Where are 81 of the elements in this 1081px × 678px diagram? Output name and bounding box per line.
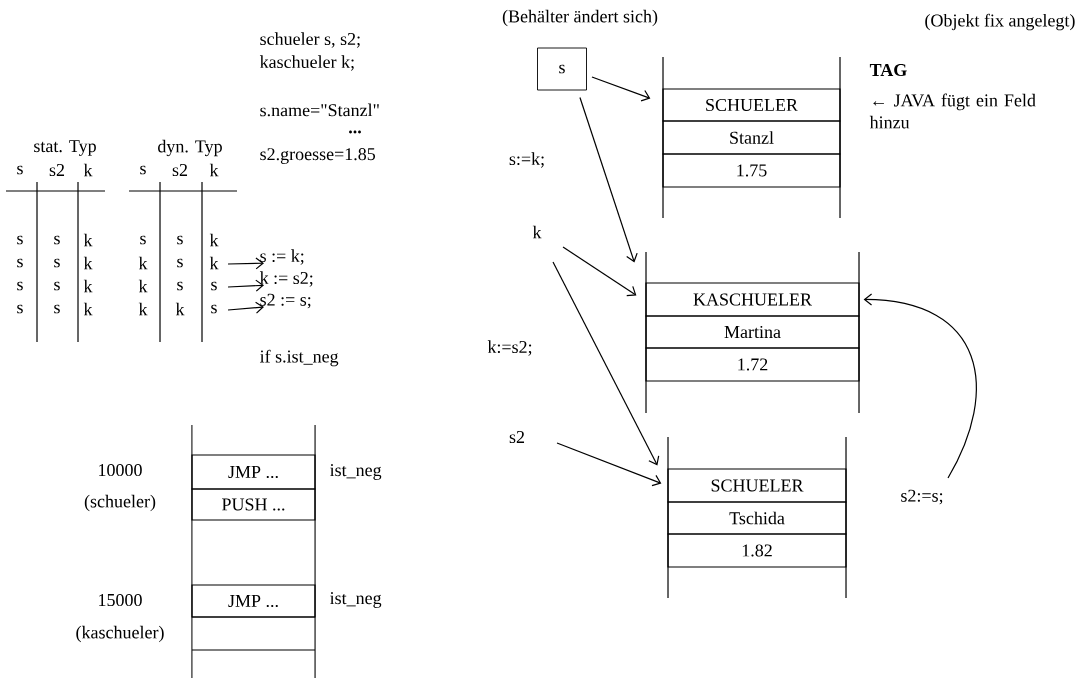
type-entry: s [17,258,23,268]
object-stack [645,251,860,414]
edge-label: s:=k; [507,151,547,169]
memory-cell: JMP ... [191,584,316,618]
type-entry: s [54,235,60,245]
type-entry: s [17,281,23,291]
object-cell: SCHUELER [662,88,841,122]
code-line: s2 := s; [260,293,311,309]
tag-label: TAG [869,63,907,77]
code-line: schueler s, s2; [260,32,360,48]
arrow [227,257,264,270]
type-entry: s [54,304,60,314]
type-entry: s [17,235,23,245]
memory-cell: JMP ... [191,454,316,490]
arrow [227,301,264,314]
type-entry: s [211,281,217,291]
type-entry: s [54,281,60,291]
object-cell: Tschida [667,501,847,535]
arrow [552,261,660,466]
type-entry: s [211,304,217,314]
arrow [579,96,638,263]
memory-address: 10000 [99,463,142,477]
column-label: s [17,165,23,175]
type-entry: s [177,235,183,245]
column-label: s2 [172,163,187,177]
variable-name: s2 [509,430,524,444]
code-line: s := k; [260,249,304,265]
column-heading: dyn. Typ [158,139,222,157]
column-label: s2 [49,163,64,177]
column-heading: stat. Typ [34,140,96,156]
code-line: s.name="Stanzl" [260,103,379,117]
type-entry: s [177,258,183,268]
type-entry: k [83,279,93,293]
ellipsis: ... [349,130,361,134]
column-label: k [83,163,93,177]
variable-box: s [537,47,587,91]
note-text: ← JAVA fügt ein Feld hinzu [869,93,1036,129]
note-text: (Objekt fix angelegt) [925,13,1075,31]
method-name: ist_neg [330,592,382,608]
arrow [863,293,977,479]
memory-address: 15000 [99,593,142,607]
type-entry: s [17,304,23,314]
code-line: if s.ist_neg [260,349,339,367]
object-cell: 1.82 [667,533,847,568]
type-entry: k [209,256,219,270]
note-text: (Behälter ändert sich) [502,9,658,27]
object-cell: 1.75 [662,153,841,188]
object-cell: 1.72 [645,347,860,382]
type-entry: s [54,258,60,268]
type-entry: s [177,281,183,291]
memory-cell: PUSH ... [191,488,316,521]
type-entry: k [83,233,93,247]
column-label: s [140,165,146,175]
variable-name: k [532,225,542,239]
code-line: kaschueler k; [259,55,354,71]
type-entry: k [209,233,219,247]
type-entry: k [175,302,185,316]
object-stack [662,56,841,219]
code-line: k := s2; [259,271,313,287]
type-entry: k [83,256,93,270]
arrow [591,76,651,102]
arrow [227,279,264,292]
type-entry: s [140,235,146,245]
type-entry: k [138,279,148,293]
class-name: (schueler) [84,494,156,512]
column-label: k [209,163,219,177]
arrow [562,246,637,297]
edge-label: k:=s2; [486,339,534,357]
object-cell: KASCHUELER [645,282,860,317]
object-stack [667,436,847,599]
type-entry: k [83,302,93,316]
class-name: (kaschueler) [76,625,164,643]
edge-label: s2:=s; [899,488,945,506]
method-name: ist_neg [330,464,382,480]
object-cell: Stanzl [662,120,841,155]
object-cell: Martina [645,315,860,349]
code-line: s2.groesse=1.85 [260,148,376,164]
type-entry: k [138,256,148,270]
arrow [556,442,662,487]
type-entry: k [138,302,148,316]
object-cell: SCHUELER [667,468,847,503]
